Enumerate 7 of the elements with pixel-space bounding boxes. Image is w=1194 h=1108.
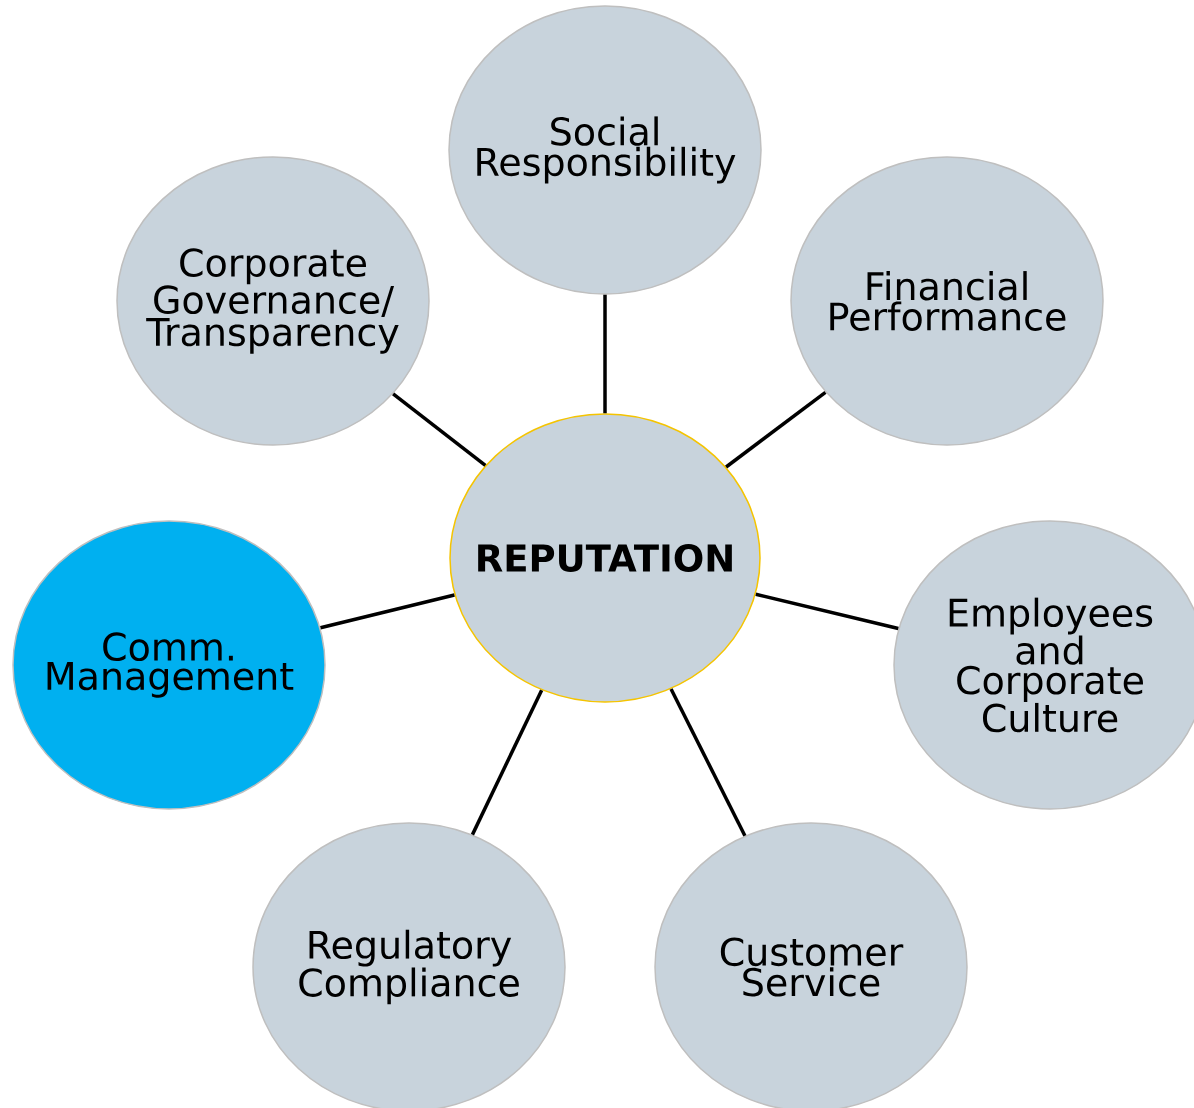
connector-line [755, 592, 899, 631]
connector-line [392, 392, 487, 467]
connector-line [470, 689, 544, 836]
connector-line [320, 593, 455, 630]
connector-line [725, 390, 827, 469]
connector-line [669, 688, 747, 837]
connector-line [603, 294, 607, 414]
